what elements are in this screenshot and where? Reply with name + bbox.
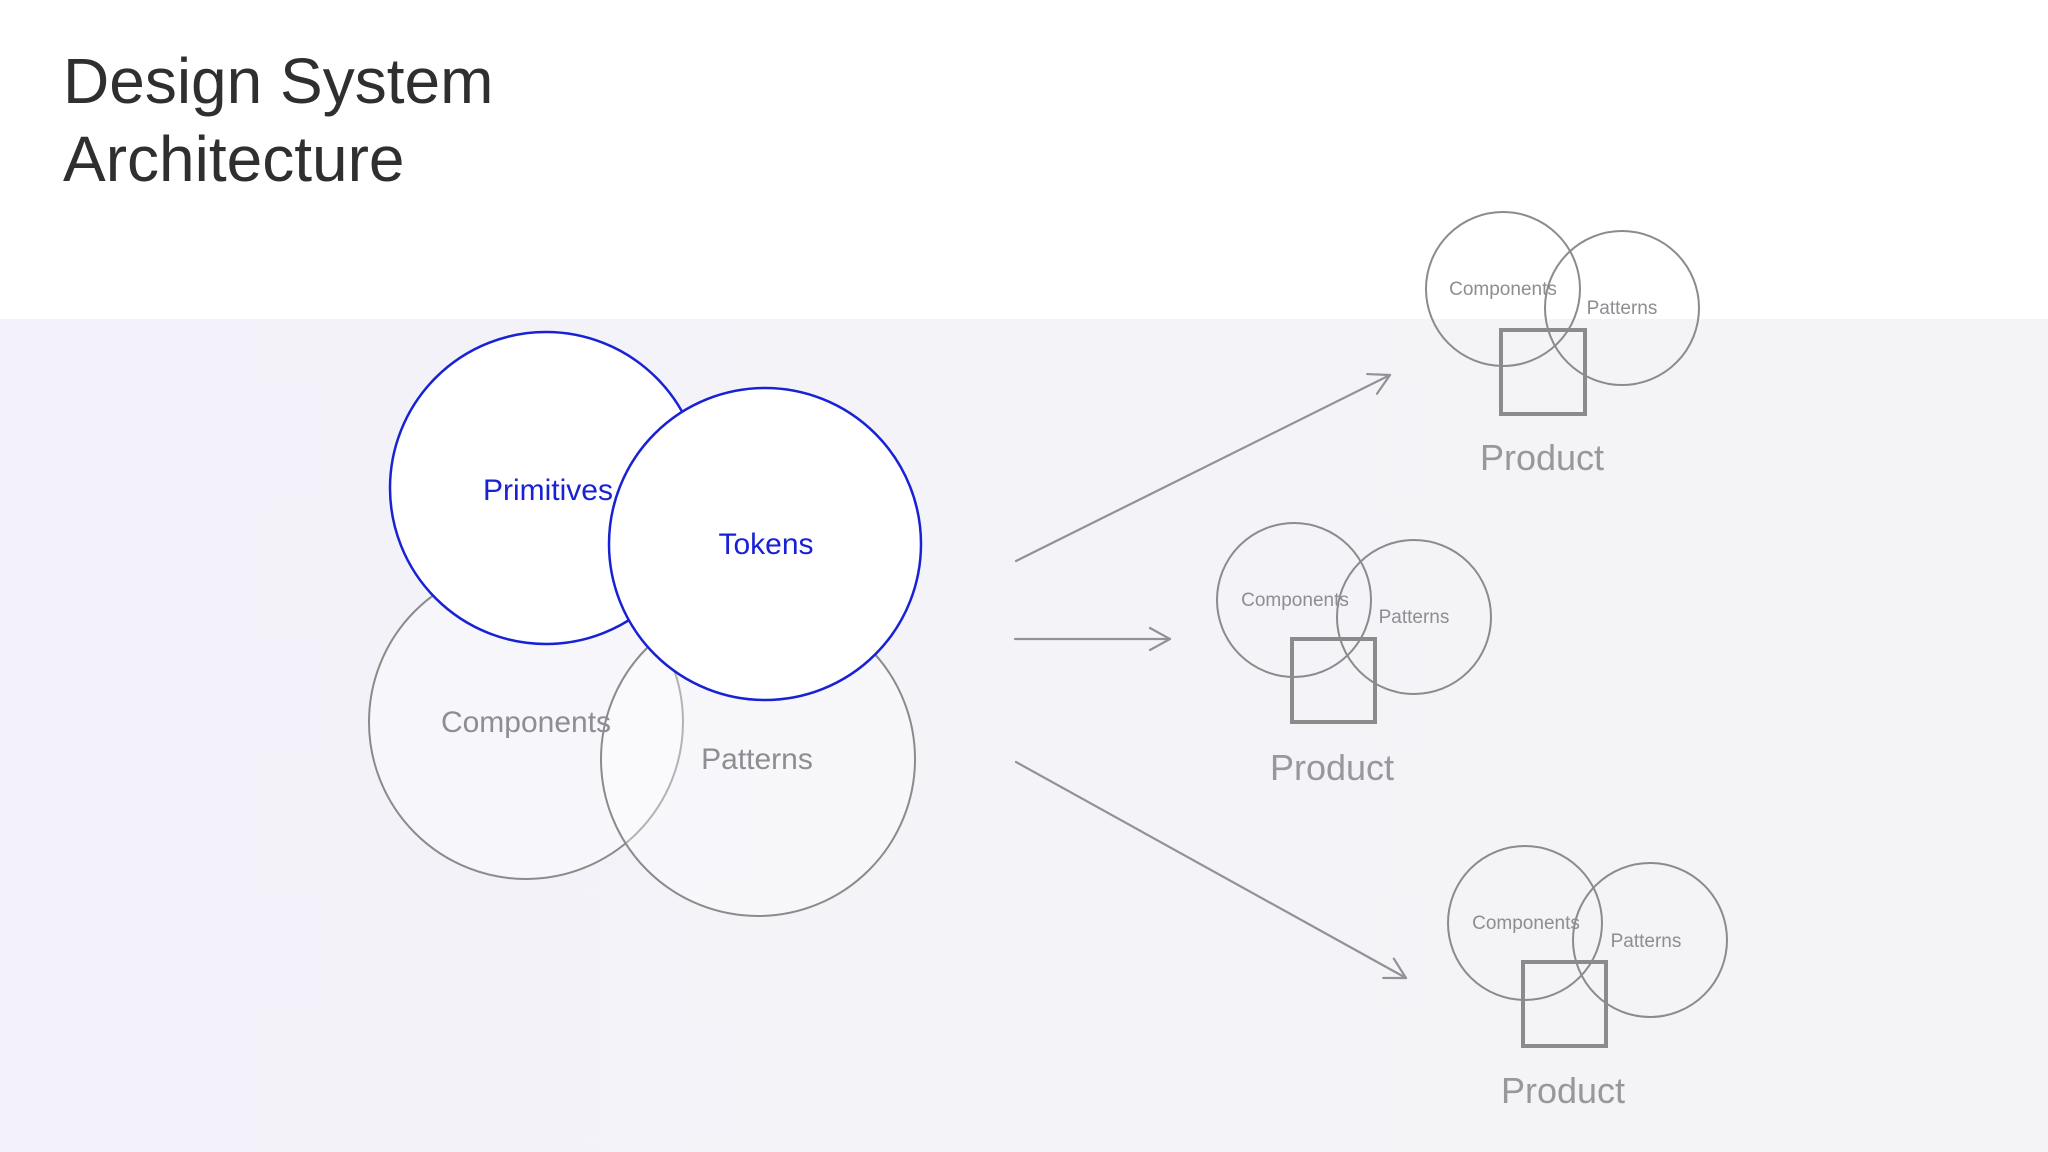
background-band	[0, 319, 2048, 1152]
product-label: Product	[1480, 437, 1604, 478]
product-components-label: Components	[1472, 913, 1580, 934]
page-title-line2: Architecture	[63, 123, 405, 195]
tokens-label: Tokens	[718, 528, 813, 561]
product-patterns-label: Patterns	[1587, 298, 1658, 319]
arrow-to-product-top	[1014, 372, 1392, 563]
product-components-label: Components	[1241, 590, 1349, 611]
product-components-label: Components	[1449, 279, 1557, 300]
components-label: Components	[441, 706, 611, 739]
product-square	[1290, 637, 1377, 724]
product-patterns-circle	[1572, 862, 1728, 1018]
arrow-to-product-middle	[1013, 626, 1172, 652]
page-title-line1: Design System	[63, 45, 494, 117]
product-square	[1521, 960, 1608, 1048]
product-cluster-top: Components Patterns Product	[1425, 211, 1700, 478]
arrow-to-product-bottom	[1014, 760, 1408, 980]
product-label: Product	[1501, 1070, 1625, 1111]
product-square	[1499, 328, 1587, 416]
product-patterns-circle	[1544, 230, 1700, 386]
product-patterns-label: Patterns	[1379, 607, 1450, 628]
product-patterns-circle	[1336, 539, 1492, 695]
tokens-circle	[607, 386, 923, 702]
arrow-head-icon	[1382, 957, 1408, 980]
primitives-label: Primitives	[483, 474, 613, 507]
patterns-label: Patterns	[701, 743, 813, 776]
arrow-head-icon	[1148, 626, 1172, 652]
arrow-head-icon	[1366, 372, 1392, 395]
product-patterns-label: Patterns	[1611, 931, 1682, 952]
page-title: Design System Architecture	[63, 42, 493, 198]
product-cluster-middle: Components Patterns Product	[1216, 522, 1492, 788]
product-label: Product	[1270, 747, 1394, 788]
product-cluster-bottom: Components Patterns Product	[1447, 845, 1728, 1111]
